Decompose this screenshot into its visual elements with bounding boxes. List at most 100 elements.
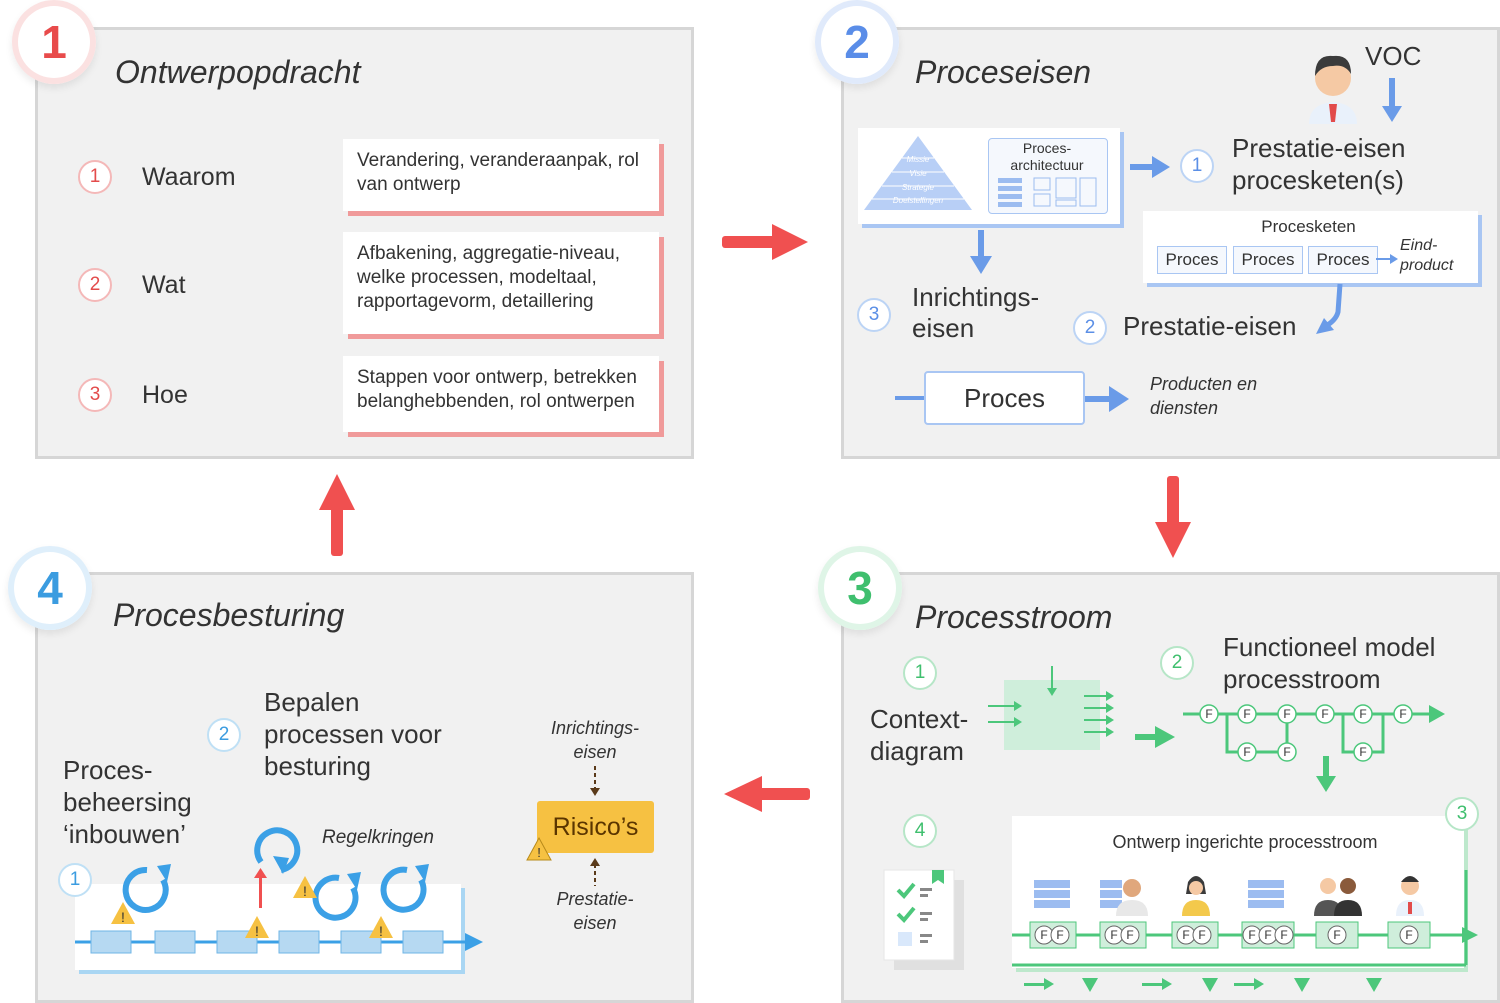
regelkringen-label: Regelkringen bbox=[322, 827, 434, 848]
panel1-row2-label: Wat bbox=[142, 271, 186, 299]
context-diagram-icon bbox=[988, 666, 1114, 750]
svg-text:F: F bbox=[1243, 745, 1250, 759]
step-number-2: 2 bbox=[815, 0, 899, 84]
svg-text:F: F bbox=[1243, 707, 1250, 721]
chain-step-1: Proces bbox=[1157, 246, 1227, 274]
chain-step-2: Proces bbox=[1233, 246, 1303, 274]
voc-label: VOC bbox=[1365, 41, 1422, 71]
functional-model-diagram: F F F F F F F F F bbox=[1183, 704, 1445, 762]
checklist-icon bbox=[883, 869, 964, 970]
svg-text:F: F bbox=[1264, 928, 1271, 942]
process-input-line bbox=[895, 396, 925, 400]
panel1-row1-label: Waarom bbox=[142, 163, 236, 191]
panel1-title: Ontwerpopdracht bbox=[115, 54, 361, 90]
svg-text:F: F bbox=[1333, 928, 1340, 942]
control-flow-box bbox=[75, 884, 461, 970]
panel2-item2-label: Prestatie-eisen bbox=[1123, 311, 1297, 341]
svg-text:F: F bbox=[1399, 707, 1406, 721]
arrow-down-to-panel3 bbox=[1155, 476, 1191, 558]
pyramid-label-doelstellingen: Doelstellingen bbox=[892, 196, 944, 205]
arrow-up-to-panel1 bbox=[319, 474, 355, 556]
svg-text:F: F bbox=[1405, 928, 1412, 942]
svg-text:F: F bbox=[1359, 745, 1366, 759]
panel2-item3-label: Inrichtings-eisen bbox=[912, 282, 1040, 343]
svg-text:!: ! bbox=[255, 923, 259, 939]
chain-step-3: Proces bbox=[1308, 246, 1378, 274]
svg-text:F: F bbox=[1040, 928, 1047, 942]
arrow-down-to-inrichtingseisen bbox=[970, 230, 992, 274]
svg-text:F: F bbox=[1198, 928, 1205, 942]
architecture-grid-icon bbox=[998, 177, 1097, 207]
svg-text:F: F bbox=[1280, 928, 1287, 942]
pyramid-label-visie: Visie bbox=[909, 169, 927, 178]
process-output-label: Producten en diensten bbox=[1150, 374, 1258, 418]
svg-text:!: ! bbox=[121, 909, 125, 925]
customer-person-icon bbox=[1309, 55, 1357, 124]
step-number-3: 3 bbox=[818, 546, 902, 630]
panel4-item2-label: Bepalen processen voor besturing bbox=[264, 687, 442, 781]
panel3-item1-label: Context-diagram bbox=[870, 704, 969, 766]
svg-text:F: F bbox=[1110, 928, 1117, 942]
arrow-to-prestatie-eisen-keten bbox=[1130, 156, 1170, 178]
svg-text:F: F bbox=[1283, 745, 1290, 759]
panel1-row3-card: Stappen voor ontwerp, betrekken belanghe… bbox=[343, 356, 659, 432]
panel4-item2-number: 2 bbox=[207, 718, 241, 752]
risks-warning-icon: ! bbox=[526, 836, 552, 861]
pyramid-label-strategie: Strategie bbox=[901, 183, 935, 192]
arrow-right-to-panel2 bbox=[722, 224, 808, 260]
control-flow-diagram: ! ! ! ! bbox=[75, 827, 483, 954]
panel1-row2-number: 2 bbox=[78, 268, 112, 302]
designed-processtream-flow: F F F F F F F F F F F bbox=[1012, 870, 1478, 992]
panel1-row2-card: Afbakening, aggregatie-niveau, welke pro… bbox=[343, 232, 659, 334]
panel2-item2-number: 2 bbox=[1073, 311, 1107, 345]
svg-text:F: F bbox=[1056, 928, 1063, 942]
procesketen-title: Procesketen bbox=[1261, 217, 1356, 236]
panel2-item1-number: 1 bbox=[1180, 149, 1214, 183]
svg-text:F: F bbox=[1126, 928, 1133, 942]
svg-text:F: F bbox=[1283, 707, 1290, 721]
prestatie-eisen-small-label: Prestatie-eisen bbox=[556, 889, 634, 933]
panel4-item1-label: Proces-beheersing ‘inbouwen’ bbox=[63, 755, 192, 849]
svg-text:F: F bbox=[1359, 707, 1366, 721]
panel3-item3-number: 3 bbox=[1445, 797, 1479, 831]
arrow-inrichting-to-risks bbox=[590, 766, 600, 796]
panel4-item1-number: 1 bbox=[58, 863, 92, 897]
svg-text:!: ! bbox=[303, 883, 307, 899]
panel4-title: Procesbesturing bbox=[113, 597, 345, 633]
panel1-row3-label: Hoe bbox=[142, 381, 188, 409]
panel1-row1-card: Verandering, veranderaanpak, rol van ont… bbox=[343, 139, 659, 211]
designed-processtream-title: Ontwerp ingerichte processtroom bbox=[1112, 832, 1378, 852]
panel1-row1-number: 1 bbox=[78, 160, 112, 194]
voc-arrow-down bbox=[1382, 78, 1402, 122]
svg-text:!: ! bbox=[537, 845, 541, 860]
svg-text:F: F bbox=[1248, 928, 1255, 942]
step-number-1: 1 bbox=[12, 0, 96, 84]
panel1-row3-number: 3 bbox=[78, 378, 112, 412]
arrow-left-to-panel4 bbox=[724, 776, 810, 812]
panel3-title: Processtroom bbox=[915, 599, 1113, 635]
inrichtingseisen-small-label: Inrichtings-eisen bbox=[550, 718, 640, 762]
architecture-label: Proces-architectuur bbox=[1010, 140, 1084, 173]
panel2-item1-label: Prestatie-eisen procesketen(s) bbox=[1232, 133, 1406, 195]
process-output-arrow bbox=[1085, 386, 1129, 412]
architecture-box bbox=[988, 138, 1108, 214]
svg-text:F: F bbox=[1321, 707, 1328, 721]
process-box: Proces bbox=[924, 371, 1085, 425]
arrow-down-to-design bbox=[1316, 756, 1336, 792]
panel3-item4-number: 4 bbox=[903, 814, 937, 848]
risks-box: Risico’s bbox=[537, 801, 654, 853]
arrow-prestatie-to-risks bbox=[590, 858, 600, 886]
step-number-4: 4 bbox=[8, 546, 92, 630]
panel2-item3-number: 3 bbox=[857, 298, 891, 332]
pyramid-label-missie: Missie bbox=[906, 155, 930, 164]
arrow-to-prestatie-eisen bbox=[1316, 283, 1343, 334]
strategy-pyramid bbox=[864, 136, 972, 210]
svg-text:!: ! bbox=[379, 923, 383, 939]
panel2-title: Proceseisen bbox=[915, 54, 1092, 90]
arrow-to-functional-model bbox=[1135, 726, 1175, 748]
panel3-item2-number: 2 bbox=[1160, 646, 1194, 680]
panel3-item2-label: Functioneel model processtroom bbox=[1223, 632, 1436, 694]
panel3-item1-number: 1 bbox=[903, 656, 937, 690]
chain-end-product: Eind-product bbox=[1400, 237, 1454, 274]
chain-arrow bbox=[1376, 254, 1398, 264]
